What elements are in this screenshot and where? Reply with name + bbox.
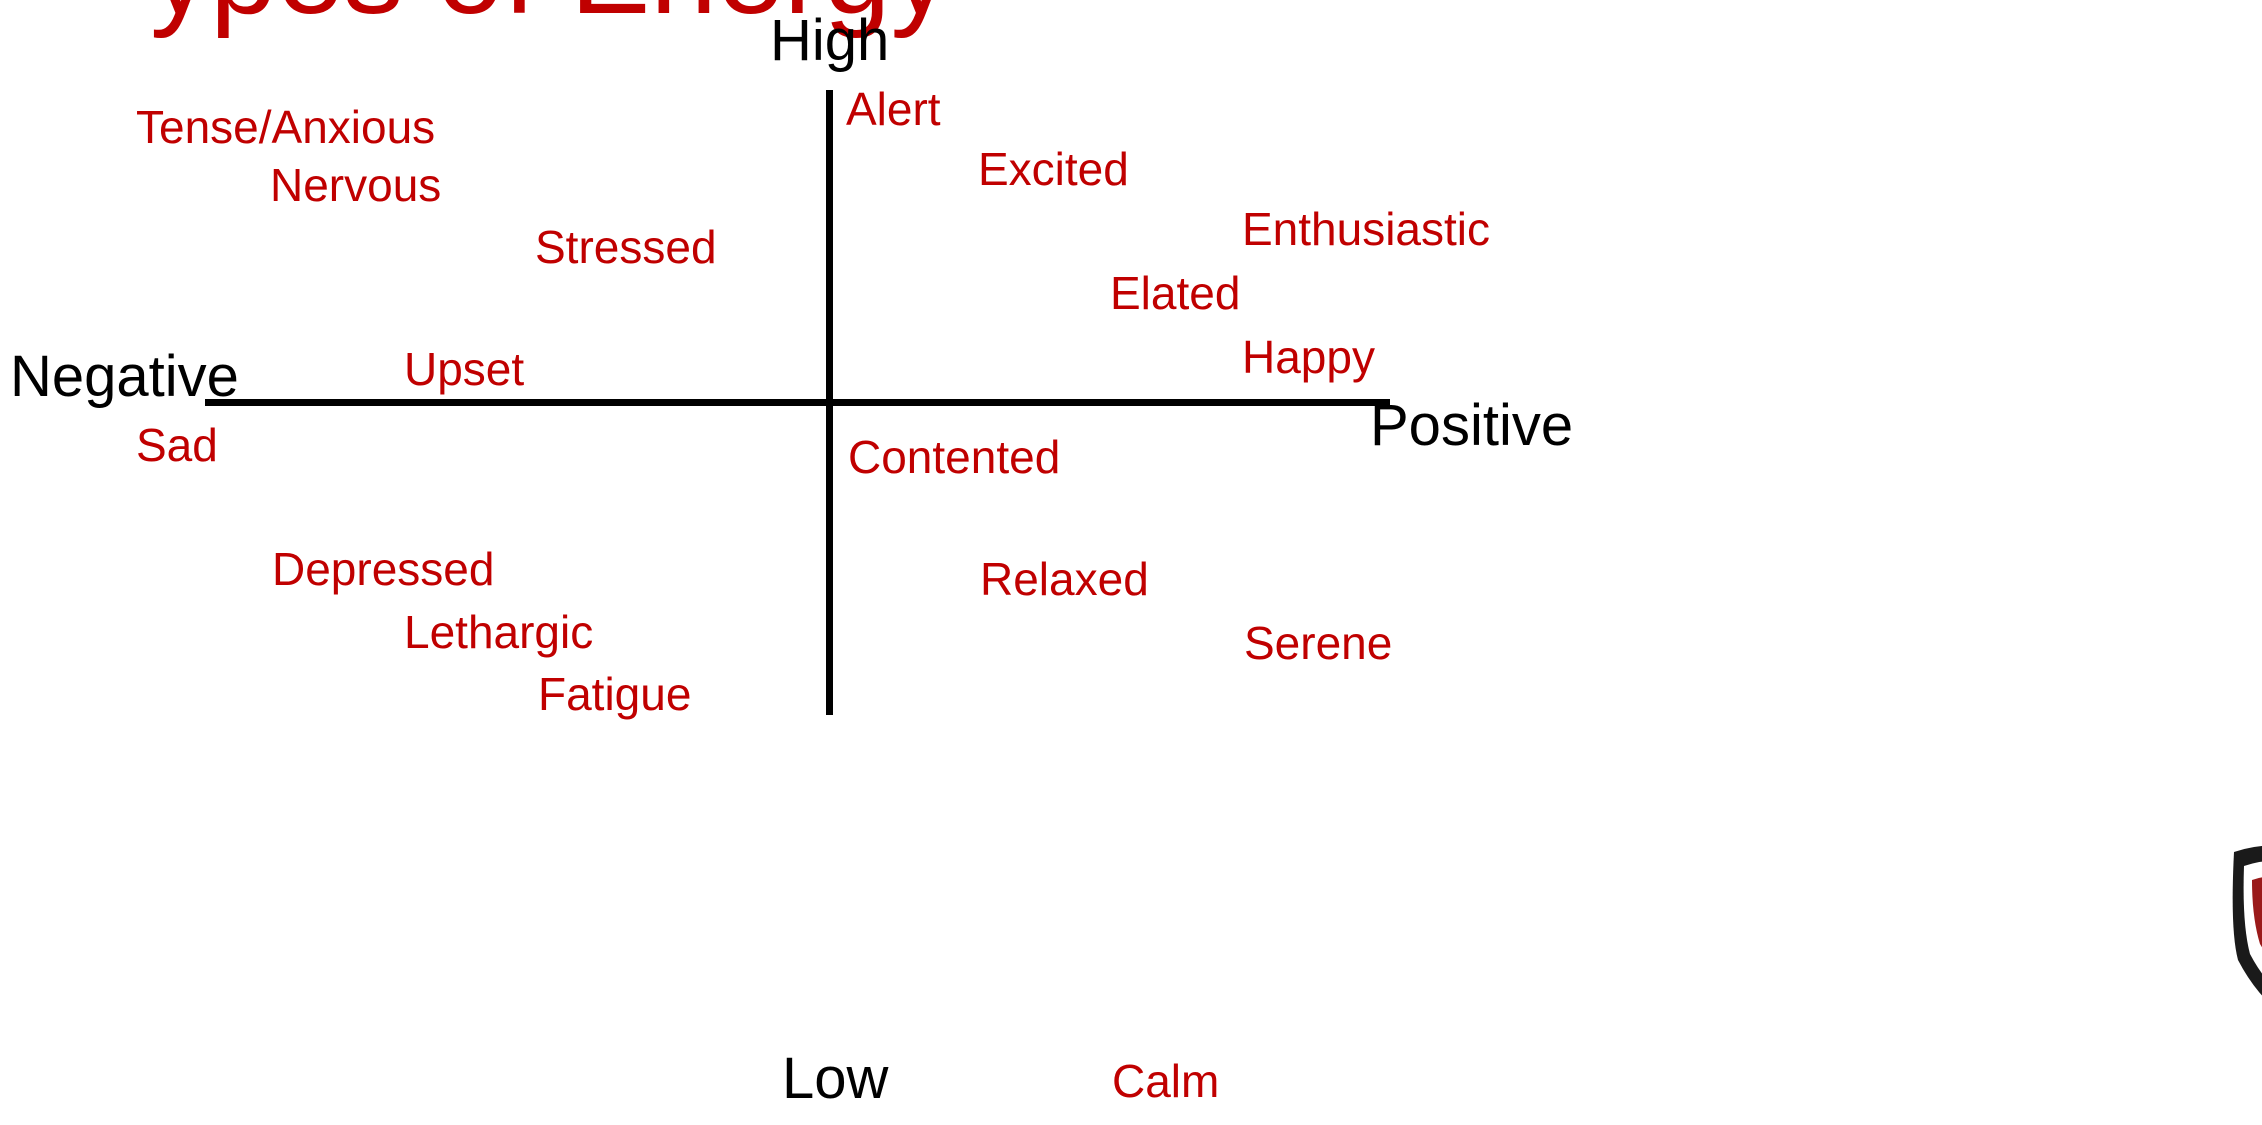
axis-label-positive: Positive bbox=[1370, 393, 1574, 458]
axis-label-low: Low bbox=[782, 1046, 889, 1111]
axis-label-high: High bbox=[770, 8, 890, 73]
emotion-elated: Elated bbox=[1110, 267, 1241, 319]
emotion-stressed: Stressed bbox=[535, 221, 717, 273]
emotion-depressed: Depressed bbox=[272, 543, 495, 595]
emotion-lethargic: Lethargic bbox=[404, 606, 594, 658]
horizontal-axis-line bbox=[205, 399, 1390, 406]
emotion-fatigue: Fatigue bbox=[538, 668, 692, 720]
crest-shield-icon bbox=[2232, 846, 2262, 996]
axis-label-negative: Negative bbox=[10, 344, 239, 409]
emotion-tense-anxious: Tense/Anxious bbox=[136, 101, 436, 153]
emotion-alert: Alert bbox=[846, 83, 941, 135]
vertical-axis-line bbox=[826, 90, 833, 715]
emotion-relaxed: Relaxed bbox=[980, 553, 1149, 605]
slide-title: ypes of Energy bbox=[150, 0, 950, 32]
emotion-serene: Serene bbox=[1244, 617, 1393, 669]
emotion-upset: Upset bbox=[404, 343, 525, 395]
emotion-contented: Contented bbox=[848, 431, 1061, 483]
emotion-excited: Excited bbox=[978, 143, 1129, 195]
emotion-calm: Calm bbox=[1112, 1055, 1220, 1107]
emotion-sad: Sad bbox=[136, 419, 218, 471]
emotion-enthusiastic: Enthusiastic bbox=[1242, 203, 1491, 255]
emotion-nervous: Nervous bbox=[270, 159, 442, 211]
emotion-happy: Happy bbox=[1242, 331, 1375, 383]
